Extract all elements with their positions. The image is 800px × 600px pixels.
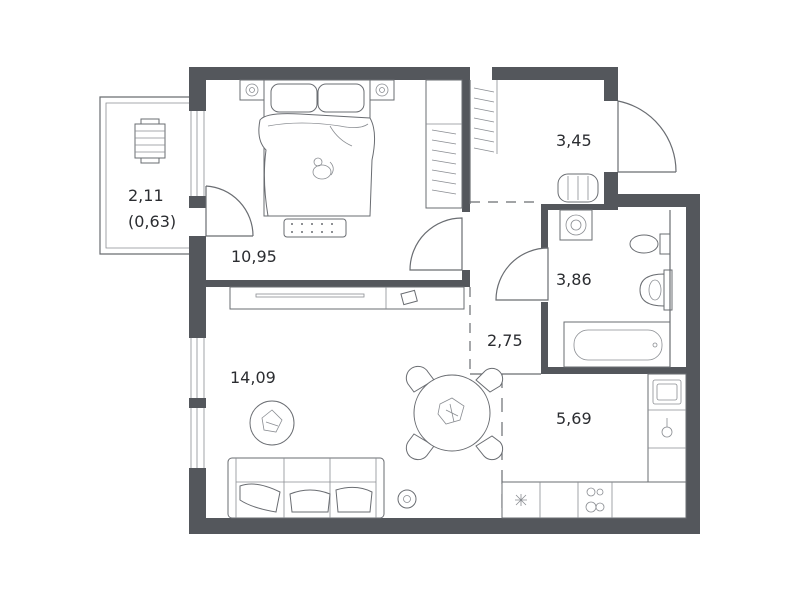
wall-left-top (189, 67, 206, 111)
cat-icon (312, 157, 334, 180)
wall-right-outer (686, 194, 700, 534)
sofa-icon (227, 457, 385, 519)
wall-right-mid (604, 172, 618, 196)
area-bedroom: 10,95 (231, 247, 277, 266)
double-bed-icon (258, 79, 376, 217)
toilet-icon (629, 233, 671, 255)
window-living-1 (190, 338, 205, 398)
plant-icon (515, 494, 527, 506)
wall-left-b (189, 236, 206, 338)
wall-left-c (189, 398, 206, 408)
wall-top-right (492, 67, 618, 80)
bedroom-closet (425, 79, 463, 209)
washing-machine-icon (559, 209, 593, 241)
area-balcony: 2,11 (128, 186, 164, 205)
faucet-icon (661, 418, 673, 438)
floor-lamp-icon (397, 489, 417, 509)
bathroom-door (495, 247, 549, 301)
wall-bath-left-bottom (541, 302, 548, 374)
area-living: 14,09 (230, 368, 276, 387)
wall-bottom (189, 518, 700, 534)
drying-rack-icon (134, 118, 166, 164)
shoe-rack-icon (557, 173, 599, 203)
area-kitchen: 5,69 (556, 409, 592, 428)
bench (283, 218, 347, 238)
bedroom-furniture (239, 79, 463, 271)
wall-left-a (189, 196, 206, 208)
wall-top-left (189, 67, 469, 80)
window-bedroom (190, 111, 205, 196)
balcony (99, 96, 254, 255)
windows (190, 111, 205, 468)
wall-stub (604, 196, 618, 210)
kitchen-counter-bottom (501, 481, 687, 519)
wall-bedroom-corner (462, 270, 470, 287)
nightstand-left (239, 79, 265, 101)
bathroom-fixtures (495, 209, 673, 368)
wall-bedroom-living (206, 280, 470, 287)
window-living-2 (190, 408, 205, 468)
wall-bath-left-top (541, 204, 548, 248)
area-wardrobe: 3,45 (556, 131, 592, 150)
walls (189, 67, 700, 534)
bedroom-door (409, 217, 463, 271)
area-labels: 2,11 (0,63) 10,95 3,45 3,86 2,75 14,09 5… (128, 131, 592, 428)
sink-icon (639, 269, 673, 311)
wall-bedroom-wardrobe (462, 67, 470, 212)
wall-right-upper (604, 67, 618, 101)
area-bathroom: 3,86 (556, 270, 592, 289)
area-balcony-note: (0,63) (128, 212, 176, 231)
dining-table-icon (405, 365, 504, 461)
stove-icon (585, 487, 605, 513)
wardrobe-room (469, 80, 677, 204)
wall-bath-top (541, 204, 606, 210)
coffee-table-icon (249, 400, 295, 446)
nightstand-right (369, 79, 395, 101)
kitchen-sink-icon (652, 379, 682, 405)
wall-bath-bottom (541, 367, 686, 374)
tv-cabinet (229, 286, 465, 310)
balcony-door (205, 185, 254, 237)
bathtub-icon (563, 321, 671, 368)
kitchen-fixtures (501, 373, 687, 519)
area-hallway: 2,75 (487, 331, 523, 350)
wall-left-d (189, 468, 206, 534)
living-furniture (227, 286, 504, 519)
entrance-door (617, 100, 677, 173)
wall-right-step (604, 194, 700, 207)
